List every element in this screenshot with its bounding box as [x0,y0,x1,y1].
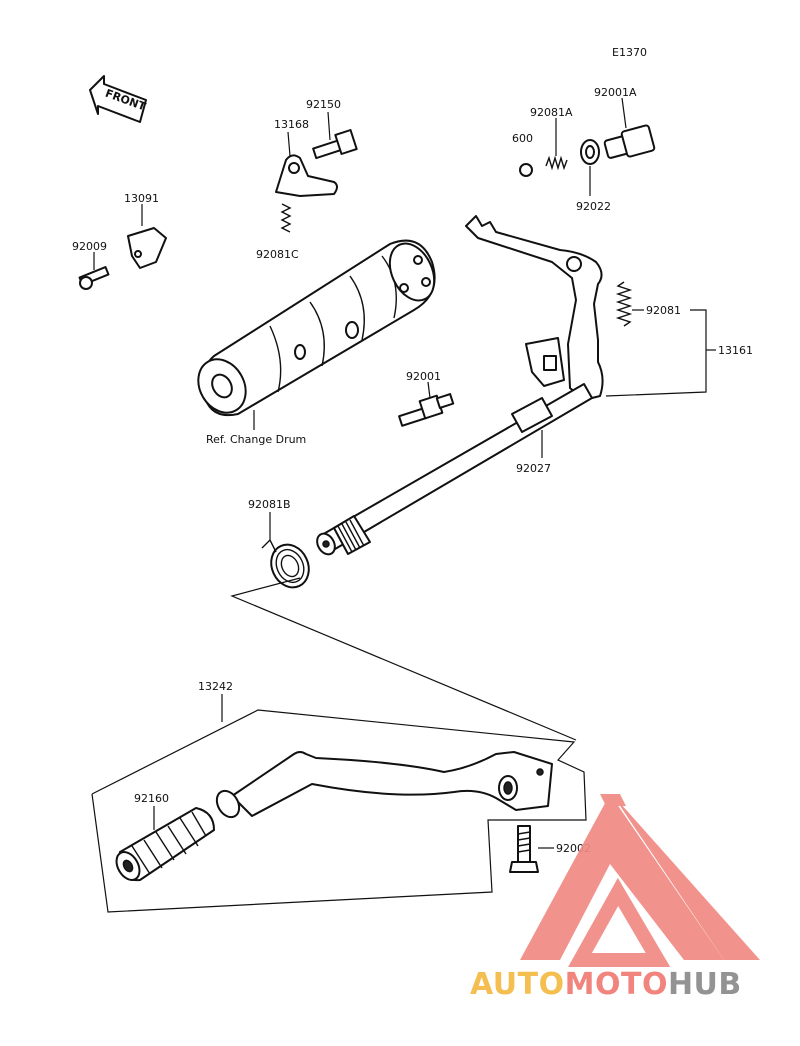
label-92081C: 92081C [256,248,299,261]
label-92081A: 92081A [530,106,573,119]
label-92150: 92150 [306,98,341,111]
bolt-92001-icon [398,393,455,427]
washer-92022-icon [580,139,600,165]
rubber-92160-icon [115,807,215,882]
spring-92081C-icon [280,203,292,233]
shift-shaft-icon [316,383,593,556]
shift-arm-13161-icon [465,215,604,401]
screw-92009-icon [78,266,110,290]
label-92081: 92081 [646,304,681,317]
plate-13168-icon [275,154,338,197]
shift-pedal-13242-icon [215,751,553,819]
spring-92081A-icon [545,155,568,171]
label-92027: 92027 [516,462,551,475]
label-13161: 13161 [718,344,753,357]
bolt-92150-icon [312,129,358,160]
diagram-code: E1370 [612,46,647,59]
stopper-13091-icon [127,227,167,269]
label-92009: 92009 [72,240,107,253]
label-92001A: 92001A [594,86,637,99]
label-13091: 13091 [124,192,159,205]
svg-text:AUTOMOTOHUB: AUTOMOTOHUB [470,967,742,1002]
label-92081B: 92081B [248,498,291,511]
label-92022: 92022 [576,200,611,213]
label-600: 600 [512,132,533,145]
logo-hub-text: HUB [668,967,742,1002]
spring-92081B-icon [261,538,310,589]
change-drum-icon [197,239,436,416]
logo-auto-text: AUTO [470,967,565,1002]
automotohub-logo: AUTOMOTOHUB [470,794,760,1002]
label-92160: 92160 [134,792,169,805]
spring-92081-icon [615,281,633,327]
label-13168: 13168 [274,118,309,131]
label-92001: 92001 [406,370,441,383]
front-arrow-icon: FRONT [89,75,148,123]
ref-change-drum-label: Ref. Change Drum [206,433,306,446]
label-13242: 13242 [198,680,233,693]
logo-moto-text: MOTO [565,967,668,1002]
plug-92001A-icon [603,124,656,159]
bolt-92002-icon [509,825,539,873]
ball-600-icon [519,163,533,177]
